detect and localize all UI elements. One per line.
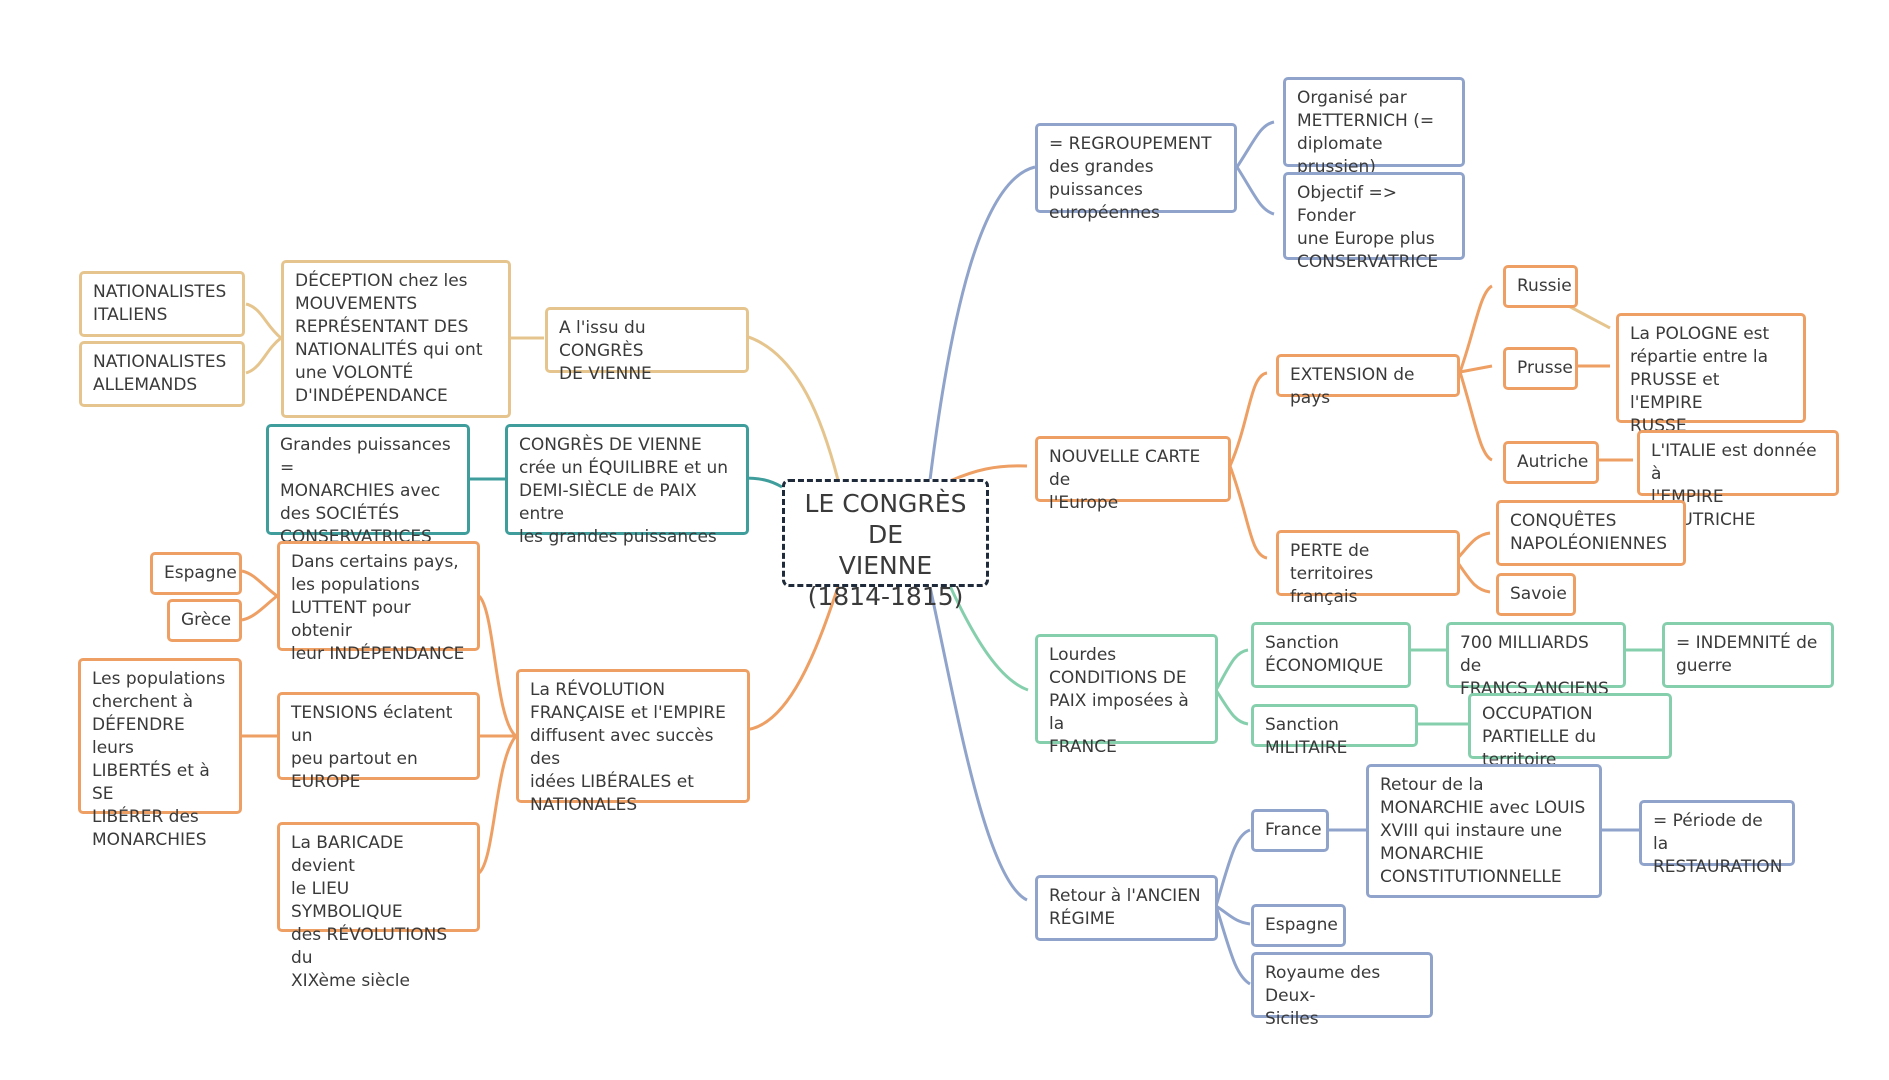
- nationalistes-allemands-node[interactable]: NATIONALISTES ALLEMANDS: [79, 341, 245, 407]
- italie-node[interactable]: L'ITALIE est donnée à l'EMPIRE D'AUTRICH…: [1637, 430, 1839, 530]
- autriche-node[interactable]: Autriche: [1503, 441, 1599, 484]
- issu-congres-node[interactable]: A l'issu du CONGRÈS DE VIENNE: [545, 307, 749, 384]
- restauration-node[interactable]: = Période de la RESTAURATION: [1639, 800, 1795, 877]
- deux-siciles-node[interactable]: Royaume des Deux- Siciles: [1251, 952, 1433, 1029]
- organise-metternich-node[interactable]: Organisé par METTERNICH (= diplomate pru…: [1283, 77, 1465, 177]
- savoie-node[interactable]: Savoie: [1496, 573, 1576, 616]
- prusse-node[interactable]: Prusse: [1503, 347, 1578, 390]
- objectif-node[interactable]: Objectif => Fonder une Europe plus CONSE…: [1283, 172, 1465, 272]
- retour-monarchie-node[interactable]: Retour de la MONARCHIE avec LOUIS XVIII …: [1366, 764, 1602, 898]
- grece-node[interactable]: Grèce: [167, 599, 242, 642]
- indemnite-node[interactable]: = INDEMNITÉ de guerre: [1662, 622, 1834, 688]
- nationalistes-italiens-node[interactable]: NATIONALISTES ITALIENS: [79, 271, 245, 337]
- retour-ancien-regime-node[interactable]: Retour à l'ANCIEN RÉGIME: [1035, 875, 1218, 941]
- congres-equilibre-node[interactable]: CONGRÈS DE VIENNE crée un ÉQUILIBRE et u…: [505, 424, 749, 547]
- lourdes-conditions-node[interactable]: Lourdes CONDITIONS DE PAIX imposées à la…: [1035, 634, 1218, 757]
- sanction-economique-node[interactable]: Sanction ÉCONOMIQUE: [1251, 622, 1411, 688]
- perte-territoires-node[interactable]: PERTE de territoires français: [1276, 530, 1460, 607]
- nouvelle-carte-node[interactable]: NOUVELLE CARTE de l'Europe: [1035, 436, 1231, 513]
- central-topic[interactable]: LE CONGRÈS DE VIENNE (1814-1815): [782, 479, 989, 611]
- extension-node[interactable]: EXTENSION de pays: [1276, 354, 1460, 408]
- milliards-node[interactable]: 700 MILLIARDS de FRANCS ANCIENS: [1446, 622, 1626, 699]
- populations-node[interactable]: Les populations cherchent à DÉFENDRE leu…: [78, 658, 242, 850]
- grandes-puissances-node[interactable]: Grandes puissances = MONARCHIES avec des…: [266, 424, 470, 547]
- sanction-militaire-node[interactable]: Sanction MILITAIRE: [1251, 704, 1418, 758]
- conquetes-node[interactable]: CONQUÊTES NAPOLÉONIENNES: [1496, 500, 1686, 566]
- tensions-node[interactable]: TENSIONS éclatent un peu partout en EURO…: [277, 692, 480, 792]
- france-node[interactable]: France: [1251, 809, 1329, 852]
- regroupement-node[interactable]: = REGROUPEMENT des grandes puissances eu…: [1035, 123, 1237, 223]
- baricade-node[interactable]: La BARICADE devient le LIEU SYMBOLIQUE d…: [277, 822, 480, 991]
- espagne-right-node[interactable]: Espagne: [1251, 904, 1346, 947]
- espagne-left-node[interactable]: Espagne: [150, 552, 242, 595]
- pologne-node[interactable]: La POLOGNE est répartie entre la PRUSSE …: [1616, 313, 1806, 436]
- deception-node[interactable]: DÉCEPTION chez les MOUVEMENTS REPRÉSENTA…: [281, 260, 511, 418]
- russie-node[interactable]: Russie: [1503, 265, 1578, 308]
- occupation-node[interactable]: OCCUPATION PARTIELLE du territoire: [1468, 693, 1672, 770]
- revolution-francaise-node[interactable]: La RÉVOLUTION FRANÇAISE et l'EMPIRE diff…: [516, 669, 750, 815]
- certains-pays-node[interactable]: Dans certains pays, les populations LUTT…: [277, 541, 480, 664]
